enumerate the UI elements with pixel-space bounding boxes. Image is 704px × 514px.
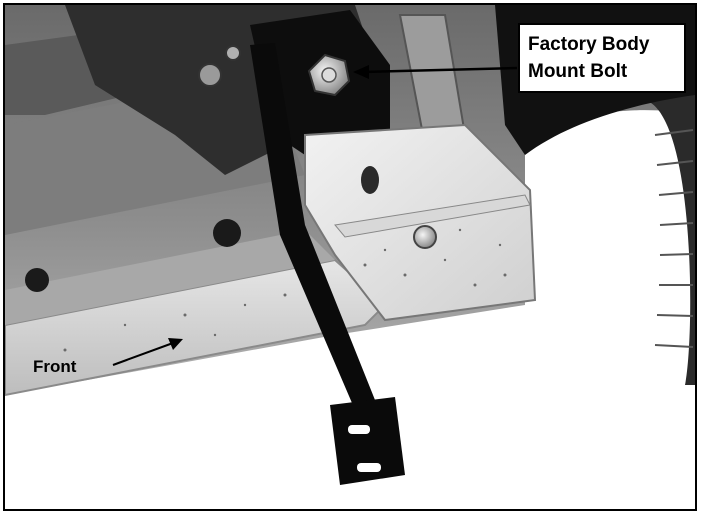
bracket-nut-2 xyxy=(225,45,241,61)
photo-frame: Factory Body Mount Bolt Front xyxy=(3,3,697,511)
callout-line-2: Mount Bolt xyxy=(528,61,628,82)
bolt-arrow-head xyxy=(353,65,369,79)
bracket-bolt xyxy=(413,225,437,249)
bolt-callout-box: Factory Body Mount Bolt xyxy=(518,23,686,93)
bolt-arrow-line xyxy=(362,66,518,74)
front-arrow-head xyxy=(168,338,183,350)
tire-tread xyxy=(654,129,694,348)
ground-area xyxy=(5,110,695,509)
frame-rail-top xyxy=(5,230,335,325)
stamped-bracket-flange xyxy=(334,194,531,238)
foot-slot-upper xyxy=(348,425,370,434)
front-label: Front xyxy=(33,357,77,376)
bracket-slot xyxy=(361,166,379,194)
front-arrow-line xyxy=(112,342,174,366)
body-mount-bolt xyxy=(307,53,351,97)
speckle-texture xyxy=(63,228,507,352)
tire-shape xyxy=(645,85,695,385)
frame-rail xyxy=(5,258,387,397)
step-bracket-foot xyxy=(330,397,405,485)
callout-line-1: Factory Body xyxy=(528,34,650,55)
body-plug xyxy=(213,219,241,247)
foot-slot-lower xyxy=(357,463,381,472)
bracket-nut xyxy=(198,63,222,87)
step-bracket-strap xyxy=(250,43,375,410)
body-plug-2 xyxy=(25,268,49,292)
